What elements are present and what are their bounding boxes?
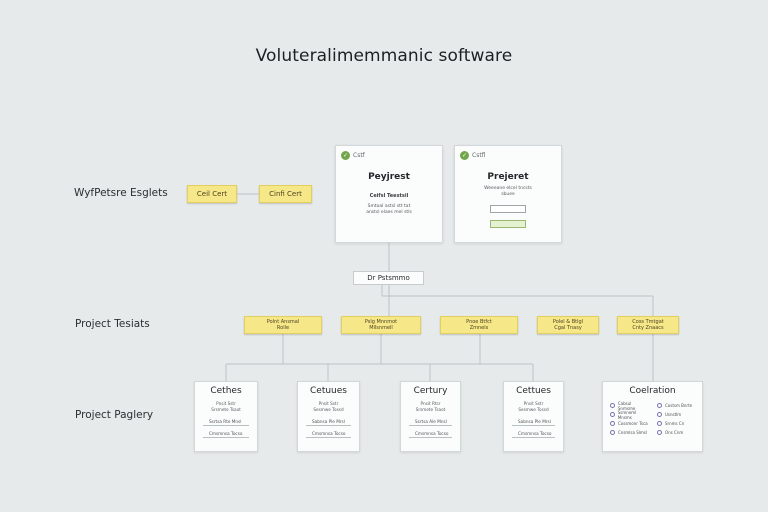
sticky-label: Cinfi Cert	[269, 189, 302, 198]
page-card-field[interactable]: Ssrtsa Ale Mnsl	[409, 417, 452, 426]
page-card-line: Sesmwe Tossd	[518, 407, 549, 412]
sticky-line: Polel & Btlgl	[552, 318, 584, 325]
sticky-note[interactable]: Pnoe Btfct Zmnels	[440, 316, 518, 334]
page-card-field[interactable]: Cmsmnsa Tocso	[512, 429, 555, 438]
card-subtitle: Ceifsl Teestsil	[369, 193, 409, 199]
page-card[interactable]: Cetuues Pnsit Sstr Sesmwe Tossd Sabnsa P…	[297, 381, 360, 452]
checklist-item-label: Cnsmlsa Slmsl	[618, 430, 647, 435]
checklist-item[interactable]: Srnms Cn	[657, 419, 696, 428]
checklist-item[interactable]: Ons Cnm	[657, 428, 696, 437]
sticky-note[interactable]: Cinfi Cert	[259, 185, 312, 203]
page-card-title: Certury	[413, 386, 448, 396]
card-text-line: anstsl elaes mel stls	[366, 210, 412, 215]
checklist-right-column: Costsm Bnrte Usnstlm Srnms Cn Ons Cnm	[657, 401, 696, 437]
sticky-line: Zmnels	[469, 325, 489, 331]
sticky-line: Rolle	[276, 325, 290, 331]
page-card-field[interactable]: Cmsmnsa Tocso	[306, 429, 351, 438]
page-card-field[interactable]: Sabnsa Ple Mrsl	[512, 417, 555, 426]
checklist-item-label: Costsm Bnrte	[665, 403, 693, 408]
checklist-item-label: Ons Cnm	[665, 430, 684, 435]
sticky-line: Cnty Znaacs	[632, 325, 664, 331]
sticky-note[interactable]: Polel & Btlgl Cgal Tnasy	[537, 316, 599, 334]
page-card-field[interactable]: Cmsmnsa Tocso	[203, 429, 249, 438]
checklist-item[interactable]: Cossmonr Tsca	[610, 419, 649, 428]
card-title: Peyjrest	[368, 172, 410, 182]
check-icon: ✓	[460, 151, 469, 160]
radio-icon	[657, 430, 662, 435]
sticky-note[interactable]: Polnt Ansmal Rolle	[244, 316, 322, 334]
page-card[interactable]: Cethes Pnsit Sstr Srsmete Tsaot Ssrtsa R…	[194, 381, 258, 452]
row-label-top: WyfPetsre Esglets	[74, 187, 168, 199]
checklist-title: Coelration	[629, 386, 676, 396]
sticky-line: Cgal Tnasy	[554, 325, 582, 331]
project-card[interactable]: ✓ Cstf Peyjrest Ceifsl Teestsil Smtoal a…	[335, 145, 443, 243]
checklist-item[interactable]: Costsm Bnrte	[657, 401, 696, 410]
checklist-item-label: Ssmneml Mnsms	[617, 409, 637, 420]
checklist-item[interactable]: Ssmneml Mnsms	[610, 409, 649, 420]
sticky-note[interactable]: Ceil Cert	[187, 185, 237, 203]
radio-icon	[657, 421, 662, 426]
checklist-item-label: Srnms Cn	[665, 421, 685, 426]
page-card-line: Pnsit Rtsr	[420, 401, 441, 406]
page-card-title: Cethes	[210, 386, 242, 396]
page-card[interactable]: Cettues Pnsit Sstr Sesmwe Tossd Sabnsa P…	[503, 381, 564, 452]
radio-icon	[610, 403, 615, 408]
sticky-note[interactable]: Pslg Mnnmot Mllsnmell	[341, 316, 421, 334]
card-text-line: sbuee	[501, 192, 515, 197]
page-card-line: Pnsit Sstr	[318, 401, 339, 406]
page-card-line: Pnsit Sstr	[216, 401, 236, 406]
page-card[interactable]: Certury Pnsit Rtsr Srsmete Tsaot Ssrtsa …	[400, 381, 461, 452]
page-card-line: Srsmete Tsaot	[415, 407, 446, 412]
card-tag: Cstfl	[472, 152, 486, 159]
radio-icon	[610, 430, 615, 435]
sticky-note[interactable]: Coss Tmtgat Cnty Znaacs	[617, 316, 679, 334]
card-text-line: Weeeane elcel tncsts	[484, 186, 532, 191]
checklist-card[interactable]: Coelration Cabsul Snmsme Ssmneml Mnsms C…	[602, 381, 703, 452]
sticky-line: Polnt Ansmal	[266, 318, 300, 325]
sticky-line: Pslg Mnnmot	[364, 318, 398, 325]
page-title: Voluteralimemmanic software	[255, 46, 513, 66]
checklist-item-label: Cossmonr Tsca	[618, 421, 648, 426]
sticky-label: Ceil Cert	[196, 189, 228, 198]
page-card-title: Cetuues	[310, 386, 347, 396]
checklist-item-label: Usnstlm	[665, 412, 682, 417]
sticky-line: Pnoe Btfct	[466, 318, 492, 325]
text-input[interactable]	[490, 205, 526, 213]
project-card[interactable]: ✓ Cstfl Prejeret Weeeane elcel tncsts sb…	[454, 145, 562, 243]
center-node-label: Dr Pstsmmo	[367, 274, 410, 282]
radio-icon	[657, 412, 662, 417]
check-icon: ✓	[341, 151, 350, 160]
checklist-item[interactable]: Cnsmlsa Slmsl	[610, 428, 649, 437]
page-card-title: Cettues	[516, 386, 551, 396]
page-card-line: Srsmete Tsaot	[211, 407, 241, 412]
sticky-line: Coss Tmtgat	[632, 318, 664, 325]
radio-icon	[657, 403, 662, 408]
page-card-line: Pnsit Sstr	[523, 401, 544, 406]
text-input-highlighted[interactable]	[490, 220, 526, 228]
page-card-field[interactable]: Cmsmnsa Tocso	[409, 429, 452, 438]
checklist-item[interactable]: Usnstlm	[657, 410, 696, 419]
checklist-left-column: Cabsul Snmsme Ssmneml Mnsms Cossmonr Tsc…	[610, 401, 649, 437]
radio-icon	[610, 412, 615, 417]
checklist-item[interactable]: Cabsul Snmsme	[610, 400, 649, 411]
card-tag: Cstf	[353, 152, 365, 159]
page-card-field[interactable]: Sabnsa Ple Mrsl	[306, 417, 351, 426]
row-label-bottom: Project Paglery	[75, 409, 154, 421]
center-node[interactable]: Dr Pstsmmo	[353, 271, 424, 285]
card-text-line: Smtoal astsl stt tat	[367, 204, 411, 209]
sticky-line: Mllsnmell	[369, 325, 393, 331]
page-card-line: Sesmwe Tossd	[313, 407, 344, 412]
card-title: Prejeret	[487, 172, 529, 182]
checklist-item-label: Cabsul Snmsme	[617, 400, 636, 411]
page-card-field[interactable]: Ssrtsa Rte Mnsl	[203, 417, 249, 426]
radio-icon	[610, 421, 615, 426]
row-label-middle: Project Tesiats	[75, 318, 150, 330]
